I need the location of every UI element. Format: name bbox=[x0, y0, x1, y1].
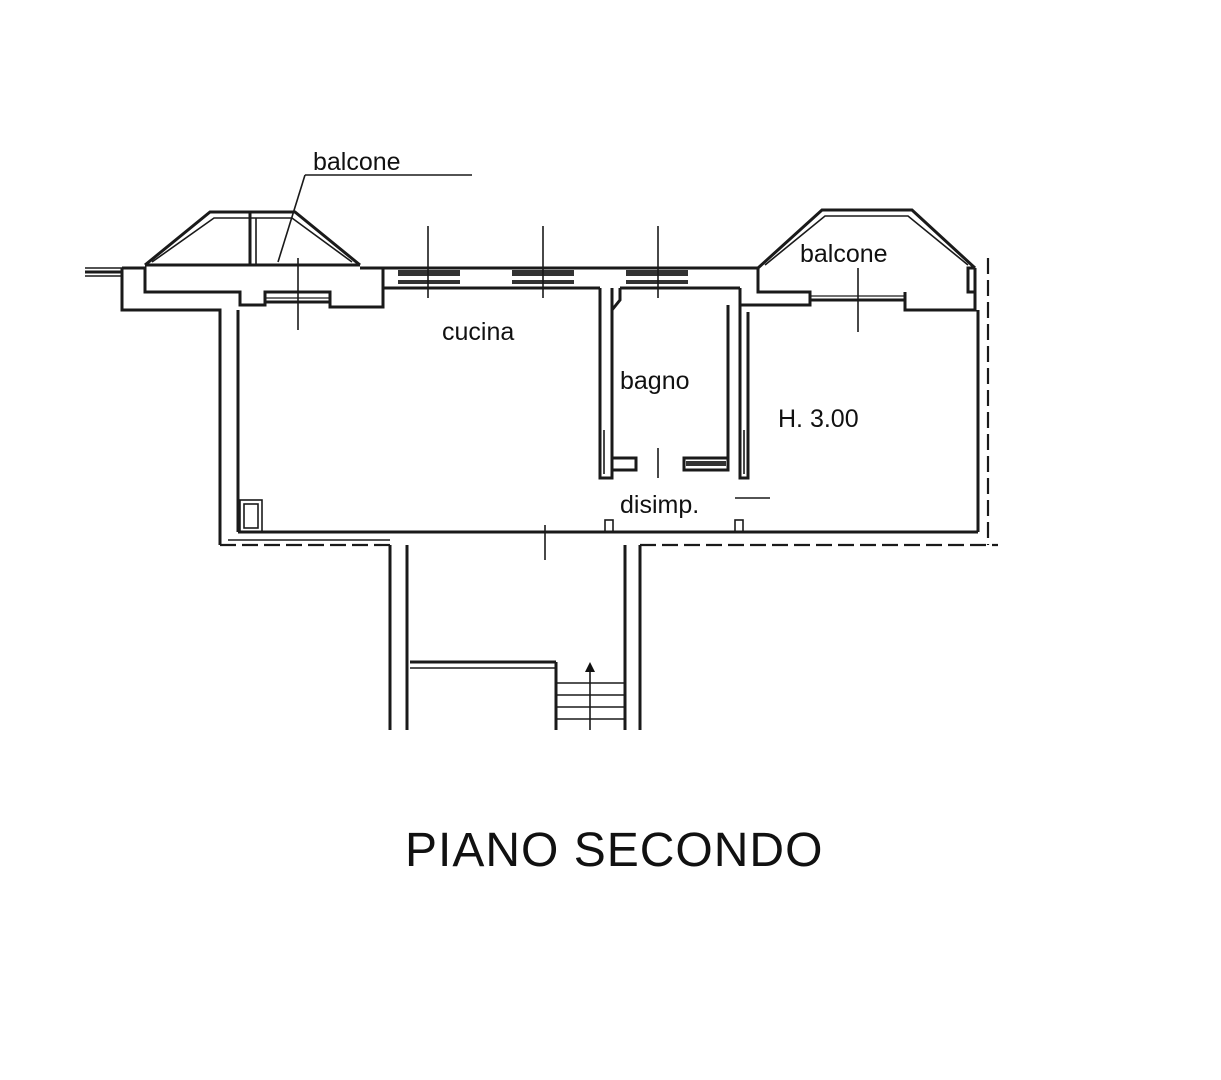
label-disimpegno: disimp. bbox=[620, 491, 699, 519]
opening-ticks bbox=[297, 226, 859, 560]
floor-title: PIANO SECONDO bbox=[405, 824, 823, 877]
label-cucina: cucina bbox=[442, 318, 514, 346]
stair-core bbox=[388, 545, 642, 730]
right-balcony bbox=[756, 208, 977, 270]
left-balcony bbox=[144, 174, 472, 267]
label-balcone-right: balcone bbox=[800, 240, 888, 268]
label-height: H. 3.00 bbox=[778, 405, 859, 433]
bathroom-walls bbox=[598, 288, 750, 533]
label-balcone-left: balcone bbox=[313, 148, 401, 176]
left-stub-walls bbox=[85, 267, 122, 277]
label-bagno: bagno bbox=[620, 367, 690, 395]
